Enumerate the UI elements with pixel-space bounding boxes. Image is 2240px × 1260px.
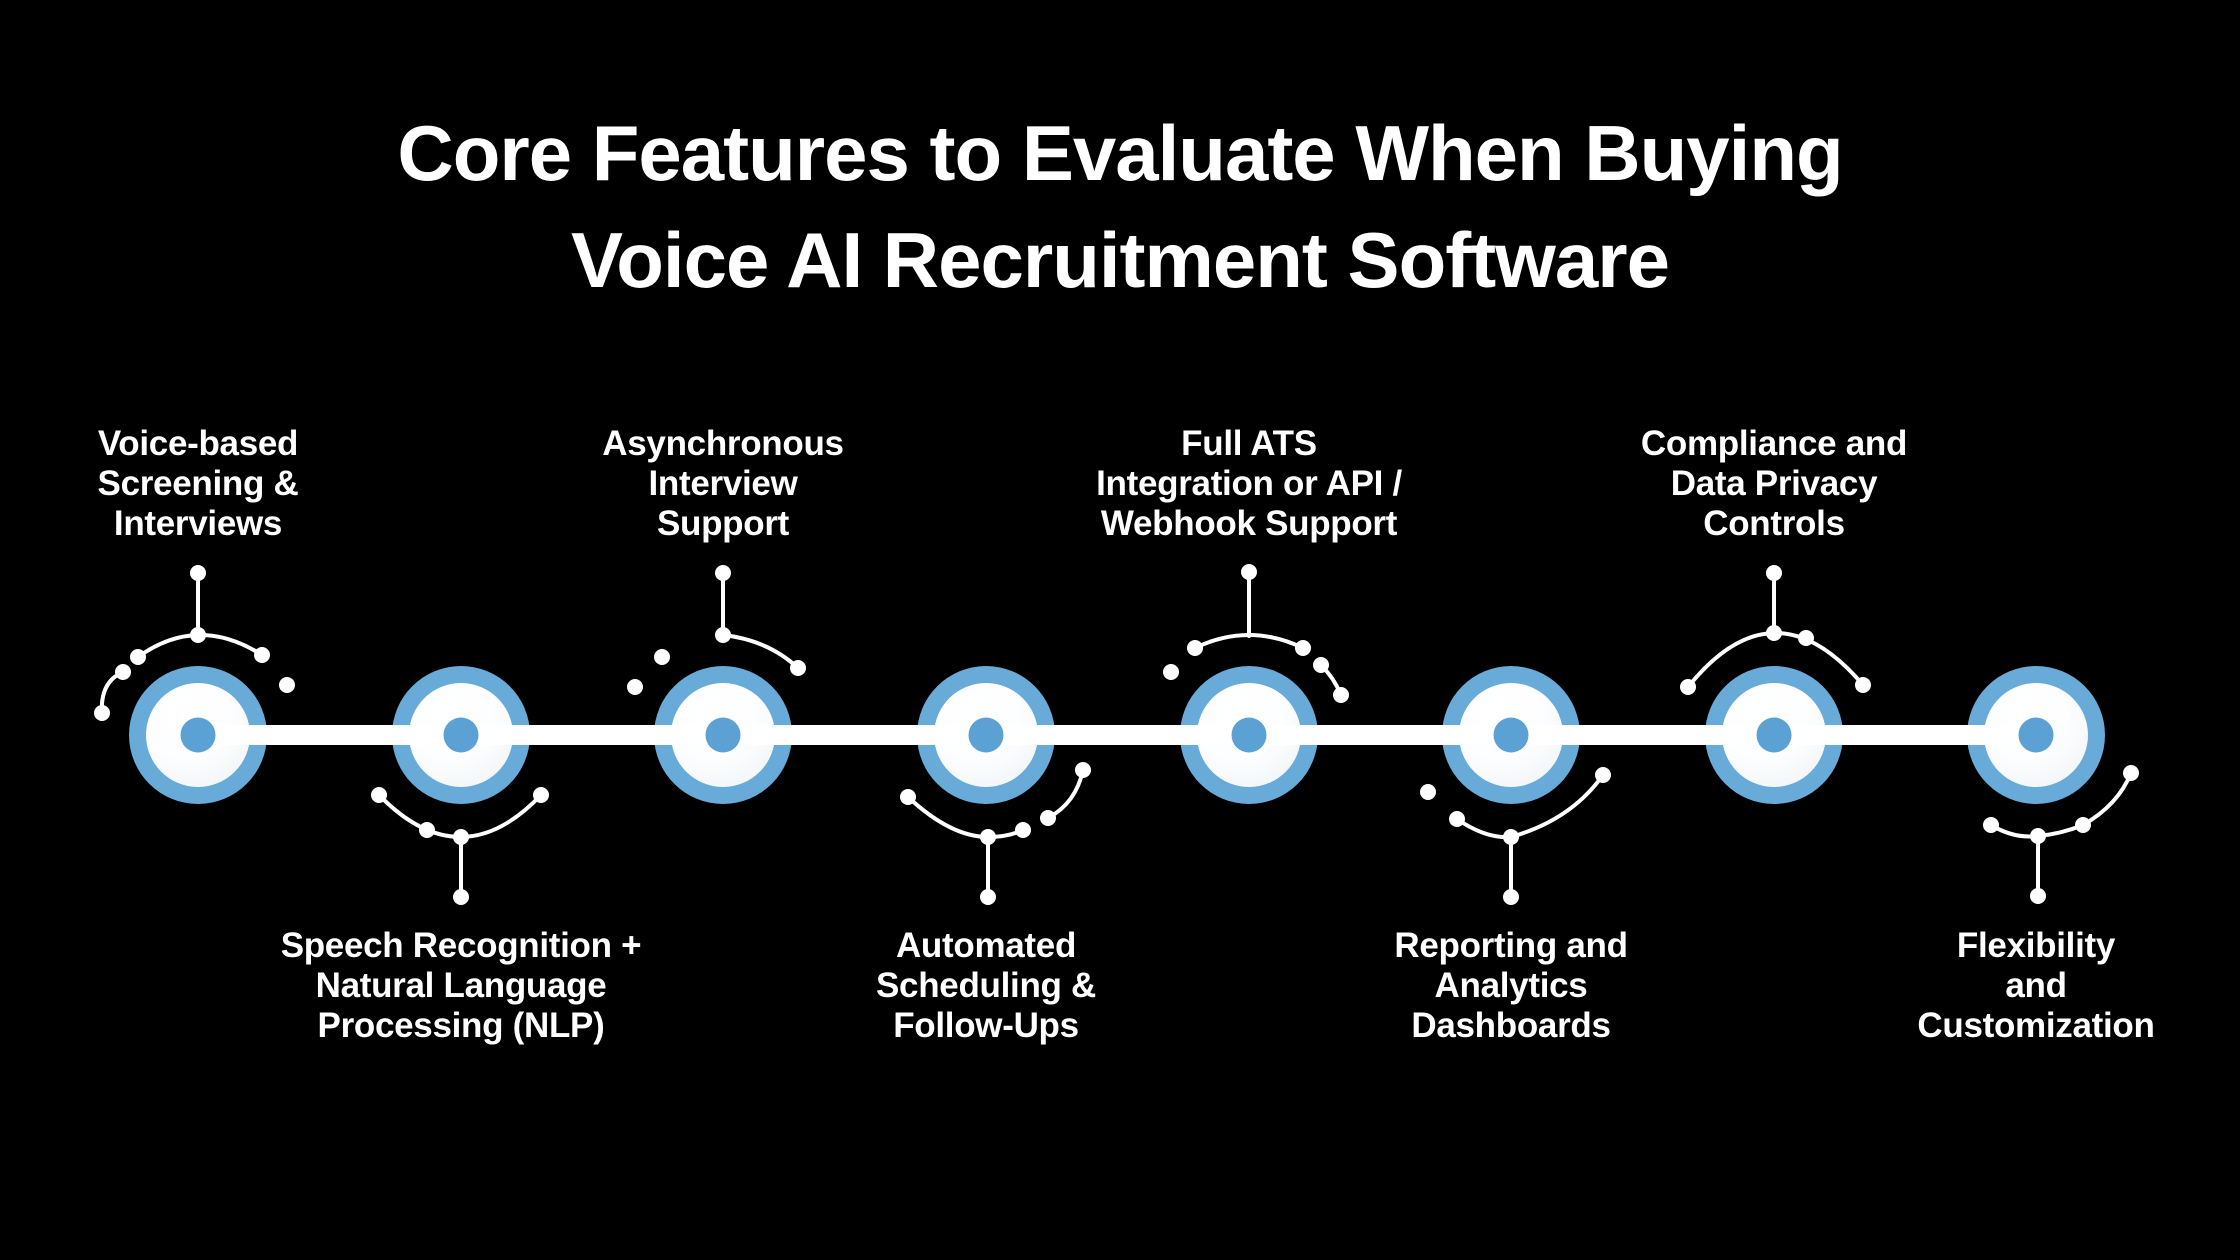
- timeline-node-5-center-dot: [1231, 717, 1267, 753]
- timeline-node-6-center-dot: [1493, 717, 1529, 753]
- node-6-label-line: Analytics: [1434, 966, 1588, 1005]
- node-7-constellation-icon: [1680, 565, 1871, 695]
- node-3-label-line: Asynchronous: [602, 424, 844, 463]
- node-5-label-line: Webhook Support: [1100, 504, 1398, 543]
- node-3-constellation-icon: [627, 565, 806, 695]
- timeline-node-3-center-dot: [705, 717, 741, 753]
- node-5-label-line: Full ATS: [1181, 424, 1317, 463]
- node-1-label-line: Interviews: [113, 504, 283, 543]
- node-3-label: Asynchronous Interview Support: [493, 424, 953, 544]
- node-8-label: Flexibility and Customization: [1806, 926, 2240, 1046]
- node-5-label: Full ATS Integration or API / Webhook Su…: [1019, 424, 1479, 544]
- node-7-label-line: Controls: [1703, 504, 1845, 543]
- timeline-line: [198, 725, 2036, 745]
- node-2-label: Speech Recognition + Natural Language Pr…: [231, 926, 691, 1046]
- node-1-constellation-icon: [94, 565, 295, 721]
- node-4-label: Automated Scheduling & Follow-Ups: [756, 926, 1216, 1046]
- node-6-label: Reporting and Analytics Dashboards: [1281, 926, 1741, 1046]
- node-5-label-line: Integration or API /: [1096, 464, 1402, 503]
- node-8-constellation-icon: [1983, 765, 2139, 904]
- timeline-node-8-center-dot: [2018, 717, 2054, 753]
- node-2-label-line: Natural Language: [315, 966, 607, 1005]
- node-3-label-line: Interview: [648, 464, 798, 503]
- node-2-label-line: Speech Recognition +: [280, 926, 642, 965]
- page-title-line-1: Core Features to Evaluate When Buying: [397, 109, 1843, 197]
- node-4-label-line: Automated: [895, 926, 1077, 965]
- page-title-line-2: Voice AI Recruitment Software: [571, 216, 1670, 304]
- node-8-label-line: and: [2005, 966, 2067, 1005]
- node-7-label: Compliance and Data Privacy Controls: [1544, 424, 2004, 544]
- node-4-label-line: Scheduling &: [875, 966, 1097, 1005]
- page-title: Core Features to Evaluate When Buying Vo…: [0, 100, 2240, 314]
- node-3-label-line: Support: [656, 504, 790, 543]
- timeline-node-1-center-dot: [180, 717, 216, 753]
- timeline-node-7-center-dot: [1756, 717, 1792, 753]
- node-8-label-line: Flexibility: [1956, 926, 2116, 965]
- node-1-label-line: Voice-based: [97, 424, 299, 463]
- node-6-label-line: Dashboards: [1411, 1006, 1611, 1045]
- node-1-label: Voice-based Screening & Interviews: [0, 424, 428, 544]
- node-7-label-line: Data Privacy: [1670, 464, 1878, 503]
- node-5-constellation-icon: [1163, 564, 1349, 703]
- node-4-constellation-icon: [900, 762, 1091, 905]
- node-2-label-line: Processing (NLP): [317, 1006, 605, 1045]
- timeline-node-2-center-dot: [443, 717, 479, 753]
- node-6-label-line: Reporting and: [1394, 926, 1628, 965]
- timeline-node-4-center-dot: [968, 717, 1004, 753]
- node-6-constellation-icon: [1420, 767, 1611, 905]
- node-8-label-line: Customization: [1917, 1006, 2155, 1045]
- node-2-constellation-icon: [371, 787, 549, 905]
- node-7-label-line: Compliance and: [1640, 424, 1908, 463]
- node-1-label-line: Screening &: [97, 464, 299, 503]
- node-4-label-line: Follow-Ups: [893, 1006, 1079, 1045]
